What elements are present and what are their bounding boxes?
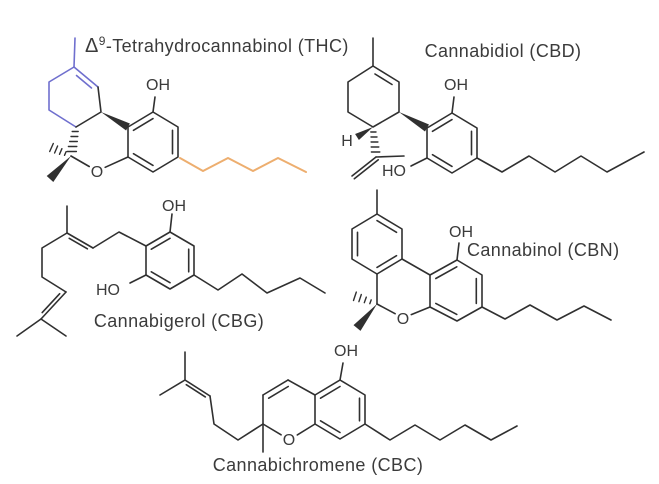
thc-ring-fusion-bonds — [75, 86, 102, 128]
cbg-ho-label: HO — [96, 282, 120, 299]
cbg-benzene-ring — [145, 231, 195, 290]
cbg-geranyl-linker — [92, 231, 147, 249]
cbn-hashed-methyl — [352, 291, 372, 305]
thc-skeleton — [46, 86, 179, 182]
cbc-prenyl-double-bond — [184, 379, 211, 398]
cbd-h-label: H — [341, 133, 353, 150]
cbc-structure: OH O Cannabichromene (CBC) — [159, 343, 518, 475]
cbc-pyran-top-bond — [287, 379, 316, 396]
cbd-structure: OH HO H Cannabidiol (CBD) — [341, 37, 645, 180]
thc-highlighted-ring — [48, 37, 99, 128]
cbc-prenyl-chain — [209, 395, 264, 441]
cbn-pentyl-chain — [481, 304, 612, 321]
cbc-prenyl-gem-dimethyl — [159, 351, 186, 396]
cbg-benzene-inner-bonds — [150, 237, 190, 284]
thc-oxygen-label: O — [91, 164, 103, 181]
cbc-skeleton — [159, 351, 518, 453]
thc-structure: OH O Δ9-Tetrahydrocannabinol (THC) — [46, 34, 349, 182]
cbd-double-bond-inner — [374, 73, 393, 86]
cbn-oxygen-bonds — [376, 303, 431, 316]
cbd-bold-wedge-bond — [399, 112, 429, 132]
cbn-skeleton — [351, 189, 612, 331]
cbd-benzene-inner-bonds — [431, 118, 473, 168]
cbd-isopropenyl-double-bond — [351, 156, 380, 180]
cbd-isopropenyl-methyl — [375, 155, 405, 158]
thc-title-delta: Δ — [85, 35, 99, 57]
cbc-oxygen-label: O — [283, 432, 295, 449]
cbg-structure: OH HO Cannabigerol (CBG) — [16, 198, 326, 337]
thc-hashed-ring-bond — [66, 130, 79, 153]
cbd-hashed-bond — [370, 131, 381, 153]
cbn-title: Cannabinol (CBN) — [467, 240, 619, 260]
cbg-oh-label: OH — [162, 198, 186, 215]
thc-wedge-methyl — [46, 156, 71, 182]
cbd-oh-bond — [451, 96, 455, 114]
cbg-geranyl-double-bond-2 — [40, 291, 67, 320]
cbd-ho-label: HO — [382, 163, 406, 180]
thc-pentyl-chain-highlighted — [179, 157, 307, 173]
cbg-skeleton — [16, 205, 326, 337]
cbg-title: Cannabigerol (CBG) — [94, 311, 264, 331]
cbc-oh-label: OH — [334, 343, 358, 360]
cbd-benzene-ring — [426, 112, 478, 174]
thc-title-superscript: 9 — [99, 34, 106, 48]
cbc-pentyl-chain — [364, 423, 518, 441]
thc-double-bond — [73, 66, 99, 88]
thc-title: Δ9-Tetrahydrocannabinol (THC) — [85, 34, 349, 57]
cbd-title: Cannabidiol (CBD) — [425, 41, 582, 61]
thc-benzene-inner-bonds — [132, 117, 174, 167]
cbn-benzene-2-inner-bonds — [435, 266, 478, 316]
cbc-benzene-inner-bonds — [319, 385, 361, 434]
cbn-benzene-ring-1 — [351, 213, 403, 275]
cbc-title: Cannabichromene (CBC) — [213, 455, 424, 475]
cbd-wedge-h-bond — [355, 127, 373, 140]
cbg-geranyl-gem-dimethyl — [16, 318, 67, 337]
thc-oxygen-bonds — [70, 155, 129, 169]
thc-benzene-ring — [127, 111, 179, 173]
thc-oh-label: OH — [146, 77, 170, 94]
cbn-oxygen-label: O — [397, 311, 409, 328]
thc-bold-wedge-bond — [101, 112, 130, 131]
cbg-geranyl-double-bond-1 — [66, 232, 94, 250]
cbc-chromene-double-bond — [262, 379, 289, 399]
cbd-skeleton — [347, 37, 645, 180]
cbg-oh-bond — [169, 213, 173, 233]
cbc-oxygen-bonds — [262, 423, 316, 436]
cbn-oh-label: OH — [449, 224, 473, 241]
thc-oh-bond — [152, 96, 156, 113]
thc-double-bond-inner — [75, 74, 93, 89]
cbd-oh-label: OH — [444, 77, 468, 94]
cbn-structure: OH O Cannabinol (CBN) — [351, 189, 619, 331]
cbn-benzene-ring-2 — [429, 259, 483, 322]
thc-title-name: -Tetrahydrocannabinol (THC) — [106, 36, 349, 56]
cbg-geranyl-chain — [41, 232, 68, 293]
thc-methyl-bond — [73, 37, 76, 68]
cbg-ho-bond — [129, 274, 147, 284]
cbn-oh-bond — [456, 242, 460, 261]
cbd-ho-bond — [410, 157, 428, 167]
cbn-wedge-methyl — [353, 304, 377, 331]
cbn-benzene-1-inner-bonds — [356, 219, 398, 269]
thc-hashed-methyl — [49, 142, 67, 156]
cbn-ring-fusion-bond — [401, 258, 431, 276]
cbd-cyclohexene-ring — [347, 65, 400, 128]
cbg-pentyl-chain — [193, 273, 326, 294]
cbc-oh-bond — [339, 362, 344, 381]
cbd-pentyl-chain — [476, 151, 645, 173]
thc-ring-left-bonds — [48, 66, 77, 128]
cbc-benzene-ring — [314, 379, 366, 440]
